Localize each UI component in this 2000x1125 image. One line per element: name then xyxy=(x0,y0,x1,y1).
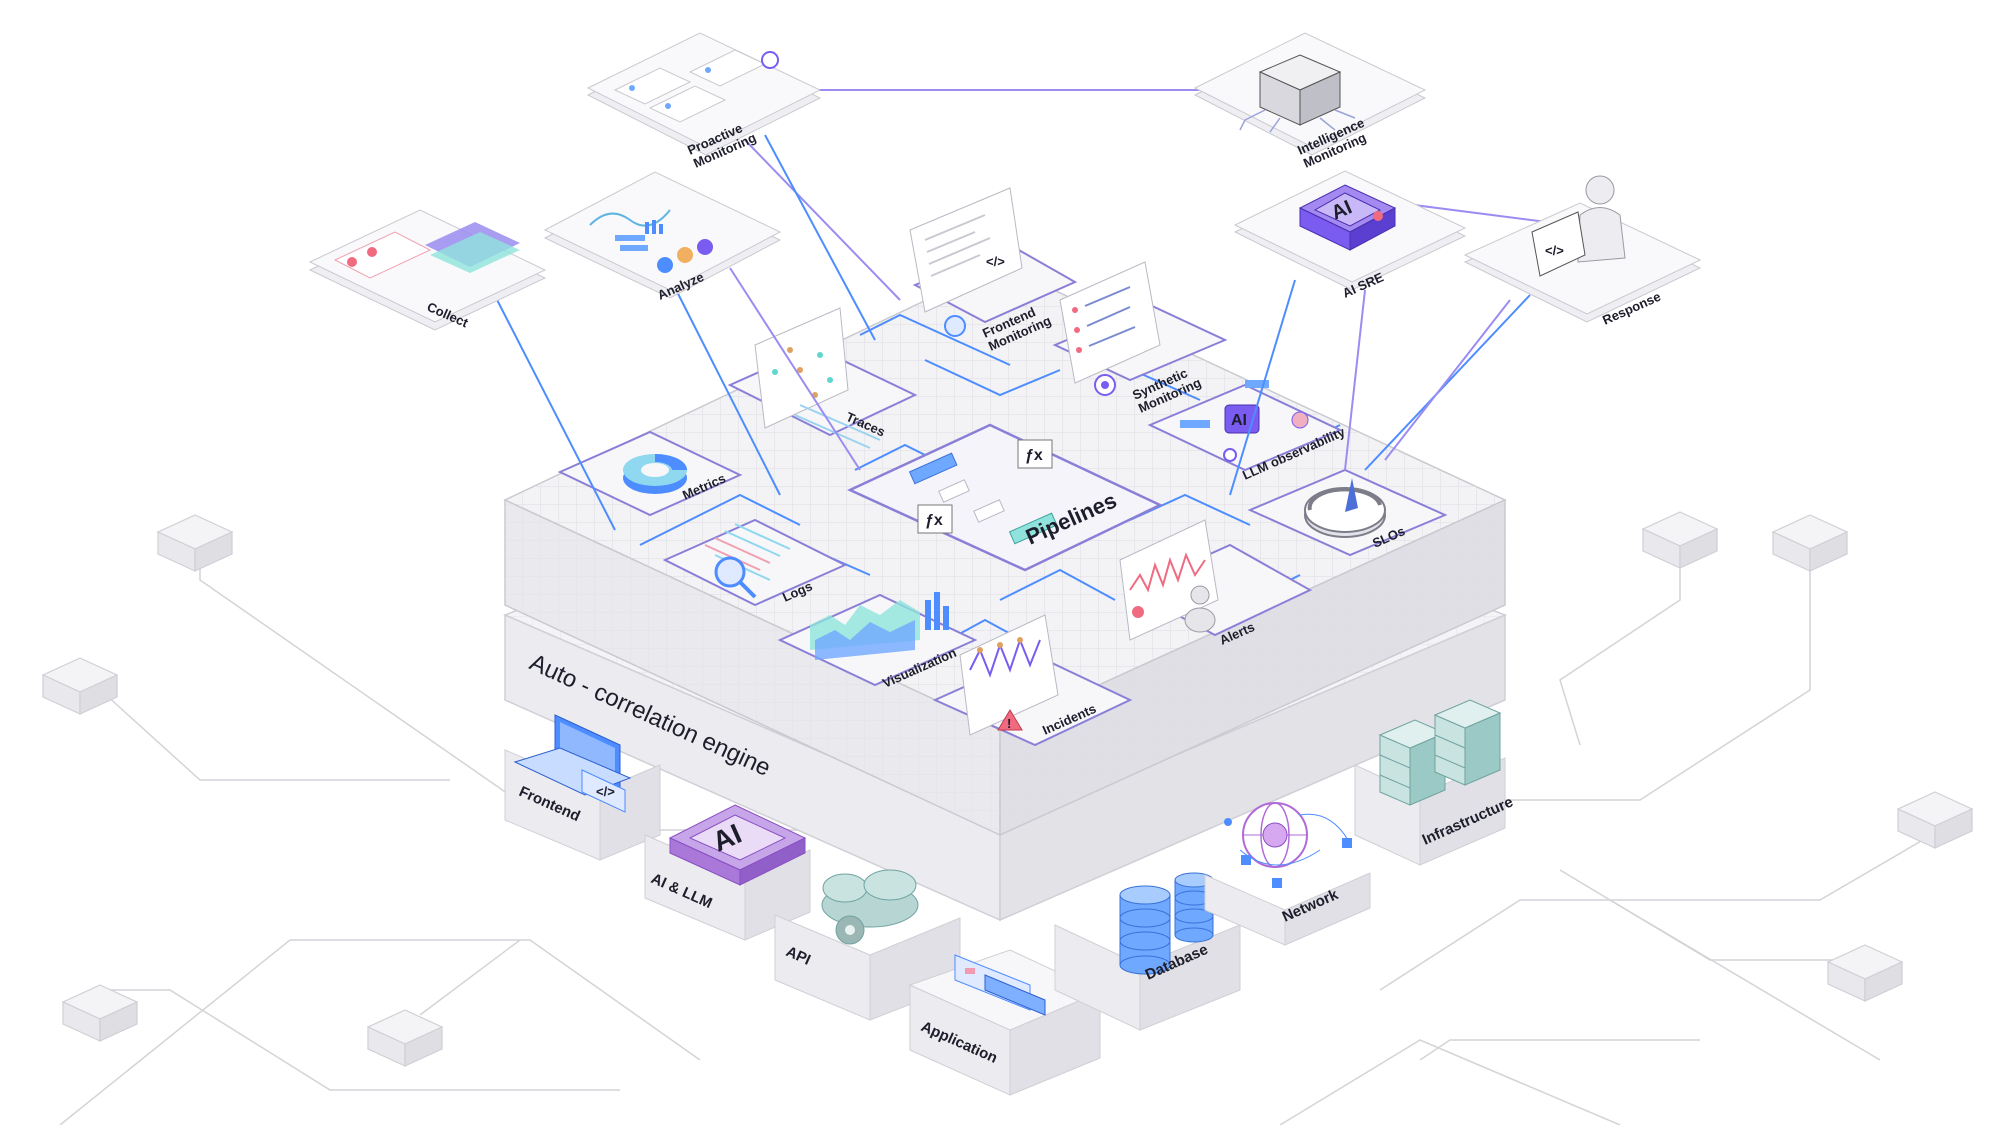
app-window-icon xyxy=(954,954,1046,1016)
magnifier-icon xyxy=(714,556,757,599)
card-response[interactable]: </> Response xyxy=(1463,175,1702,328)
bg-cube xyxy=(1896,791,1974,849)
source-application: Application xyxy=(908,949,1102,1096)
module-metrics[interactable]: Metrics xyxy=(557,430,743,517)
source-frontend: </> Frontend xyxy=(504,714,661,861)
network-globe-icon xyxy=(1224,802,1352,888)
module-traces[interactable]: Traces xyxy=(727,307,918,449)
card-ai-sre[interactable]: AI AI SRE xyxy=(1233,170,1467,301)
pin-icon xyxy=(761,51,779,69)
ai-chip-icon: AI xyxy=(1298,184,1397,251)
background-cubes xyxy=(41,511,1974,1067)
warning-icon: ! xyxy=(997,709,1023,731)
code-window-icon: </> xyxy=(581,769,626,813)
svg-text:</>: </> xyxy=(596,784,615,799)
svg-text:ƒx: ƒx xyxy=(925,512,943,529)
card-collect[interactable]: Collect xyxy=(308,209,547,331)
fx-icon: ƒx xyxy=(917,504,953,534)
pipeline-steps xyxy=(908,452,1058,545)
module-pipelines[interactable]: ƒx ƒx Pipelines xyxy=(847,423,1163,572)
svg-text:AI: AI xyxy=(1231,412,1247,429)
source-ai-llm: AI AI & LLM xyxy=(644,804,811,941)
card-intelligence-monitoring[interactable]: IntelligenceMonitoring xyxy=(1193,32,1427,171)
cube-icon xyxy=(1258,54,1342,126)
bg-cube xyxy=(1826,944,1904,1002)
donut-chart-icon xyxy=(623,454,687,494)
bg-cube xyxy=(1641,511,1719,569)
bg-cube xyxy=(41,657,119,715)
floating-connectors xyxy=(491,89,1571,531)
person-icon xyxy=(1577,175,1626,263)
module-alerts[interactable]: Alerts xyxy=(1119,519,1313,648)
code-icon: </> xyxy=(986,254,1005,269)
magnifier-icon xyxy=(944,315,966,337)
bg-cube xyxy=(156,514,234,572)
card-proactive-monitoring[interactable]: ProactiveMonitoring xyxy=(586,32,822,171)
ai-chip-icon: AI xyxy=(668,804,807,886)
svg-text:</>: </> xyxy=(1545,243,1564,258)
svg-text:ƒx: ƒx xyxy=(1025,447,1043,464)
svg-text:!: ! xyxy=(1007,716,1011,731)
source-api: API xyxy=(774,869,961,1021)
user-icon xyxy=(1184,585,1216,633)
cloud-gear-icon xyxy=(821,869,919,945)
bg-cube xyxy=(1771,514,1849,572)
card-analyze[interactable]: Analyze xyxy=(543,171,782,303)
bg-cube xyxy=(366,1009,444,1067)
server-rack-icon xyxy=(1378,699,1502,806)
source-infrastructure: Infrastructure xyxy=(1354,699,1516,866)
module-frontend-monitoring[interactable]: </> FrontendMonitoring xyxy=(909,0,1078,354)
bg-cube xyxy=(61,984,139,1042)
fx-icon: ƒx xyxy=(1017,439,1053,469)
source-network: Network xyxy=(1204,802,1371,946)
module-incidents[interactable]: ! Incidents xyxy=(932,614,1133,747)
gauge-icon xyxy=(1304,478,1386,538)
laptop-icon: </> xyxy=(1531,211,1586,277)
